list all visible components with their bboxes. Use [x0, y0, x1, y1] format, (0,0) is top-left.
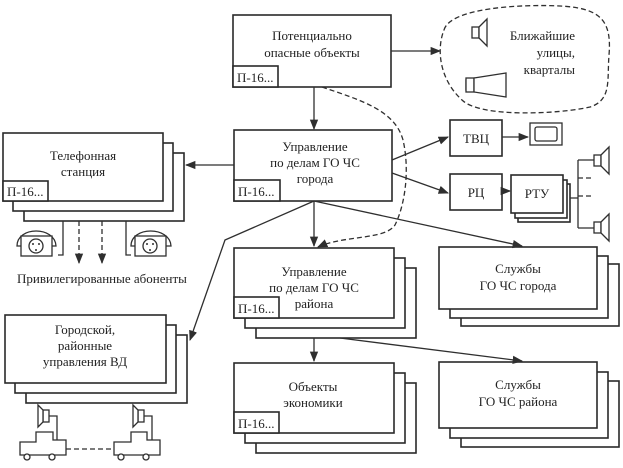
node-label: Ближайшие [510, 28, 575, 43]
node-rc: РЦ [449, 173, 503, 211]
svg-text:П-16...: П-16... [238, 301, 274, 316]
tag-p16: П-16... [2, 180, 49, 202]
tag-p16: П-16... [233, 179, 281, 202]
node-label: кварталы [524, 62, 576, 77]
node-label: ГО ЧС города [480, 278, 557, 293]
edge-city-to-tvc [391, 136, 449, 161]
node-phone-station: Телефонная станция П-16... [2, 132, 185, 222]
node-district-services: Службы ГО ЧС района [438, 361, 620, 448]
edge-city-to-city-services [313, 200, 524, 249]
loudspeaker-car-icon [113, 403, 161, 461]
node-label: Управление [281, 264, 346, 279]
node-city-gochs: Управление по делам ГО ЧС города П-16... [233, 129, 393, 202]
loudspeaker-cars [19, 403, 161, 461]
node-label: Службы [495, 377, 541, 392]
edge-city-to-police [189, 200, 315, 341]
loudspeaker-car-icon [19, 403, 67, 461]
tag-p16: П-16... [233, 411, 280, 434]
svg-text:П-16...: П-16... [237, 70, 273, 85]
node-label: станция [61, 164, 105, 179]
edge-city-to-rc [391, 172, 449, 194]
node-label: ТВЦ [463, 131, 490, 146]
node-label: по делам ГО ЧС [269, 280, 359, 295]
svg-text:П-16...: П-16... [238, 416, 274, 431]
svg-text:П-16...: П-16... [238, 184, 274, 199]
siren-icon [465, 72, 507, 98]
node-label: по делам ГО ЧС [270, 155, 360, 170]
loudspeaker-icon [593, 212, 610, 243]
node-label: опасные объекты [264, 45, 360, 60]
node-label: РТУ [525, 186, 550, 201]
node-nearby-streets: Ближайшие улицы, кварталы [439, 4, 611, 114]
node-label: ГО ЧС района [479, 394, 558, 409]
privileged-subscribers: Привилегированные абоненты [16, 221, 187, 286]
node-label: Службы [495, 261, 541, 276]
node-label: Телефонная [50, 148, 116, 163]
privileged-subscribers-label: Привилегированные абоненты [17, 271, 187, 286]
svg-text:П-16...: П-16... [7, 184, 43, 199]
node-label: Потенциально [272, 28, 352, 43]
node-district-gochs: Управление по делам ГО ЧС района П-16... [233, 247, 417, 339]
node-label: города [297, 171, 334, 186]
node-label: района [295, 296, 334, 311]
node-hazard-objects: Потенциально опасные объекты П-16... [232, 14, 392, 88]
node-label: Управление [282, 139, 347, 154]
node-tvc: ТВЦ [449, 119, 503, 157]
node-rtu: РТУ [510, 174, 571, 223]
tag-p16: П-16... [233, 296, 280, 319]
connectors [184, 46, 524, 364]
edge-district-to-district-services [339, 337, 524, 364]
node-label: управления ВД [43, 354, 127, 369]
rtu-speakers [570, 145, 610, 243]
node-label: Объекты [289, 379, 338, 394]
node-city-services: Службы ГО ЧС города [438, 246, 620, 327]
telephone-icon [130, 230, 172, 257]
node-economy-objects: Объекты экономики П-16... [233, 362, 417, 454]
loudspeaker-icon [471, 17, 488, 48]
node-label: экономики [283, 395, 342, 410]
tv-icon [529, 122, 563, 146]
loudspeaker-icon [593, 145, 610, 176]
node-label: районные [58, 338, 112, 353]
node-label: улицы, [537, 45, 575, 60]
node-label: Городской, [55, 322, 115, 337]
edge-hazard-to-district-dashed [317, 86, 407, 248]
node-label: РЦ [468, 185, 485, 200]
tag-p16: П-16... [232, 65, 279, 88]
node-police: Городской, районные управления ВД [4, 314, 188, 404]
telephone-icon [16, 230, 57, 257]
